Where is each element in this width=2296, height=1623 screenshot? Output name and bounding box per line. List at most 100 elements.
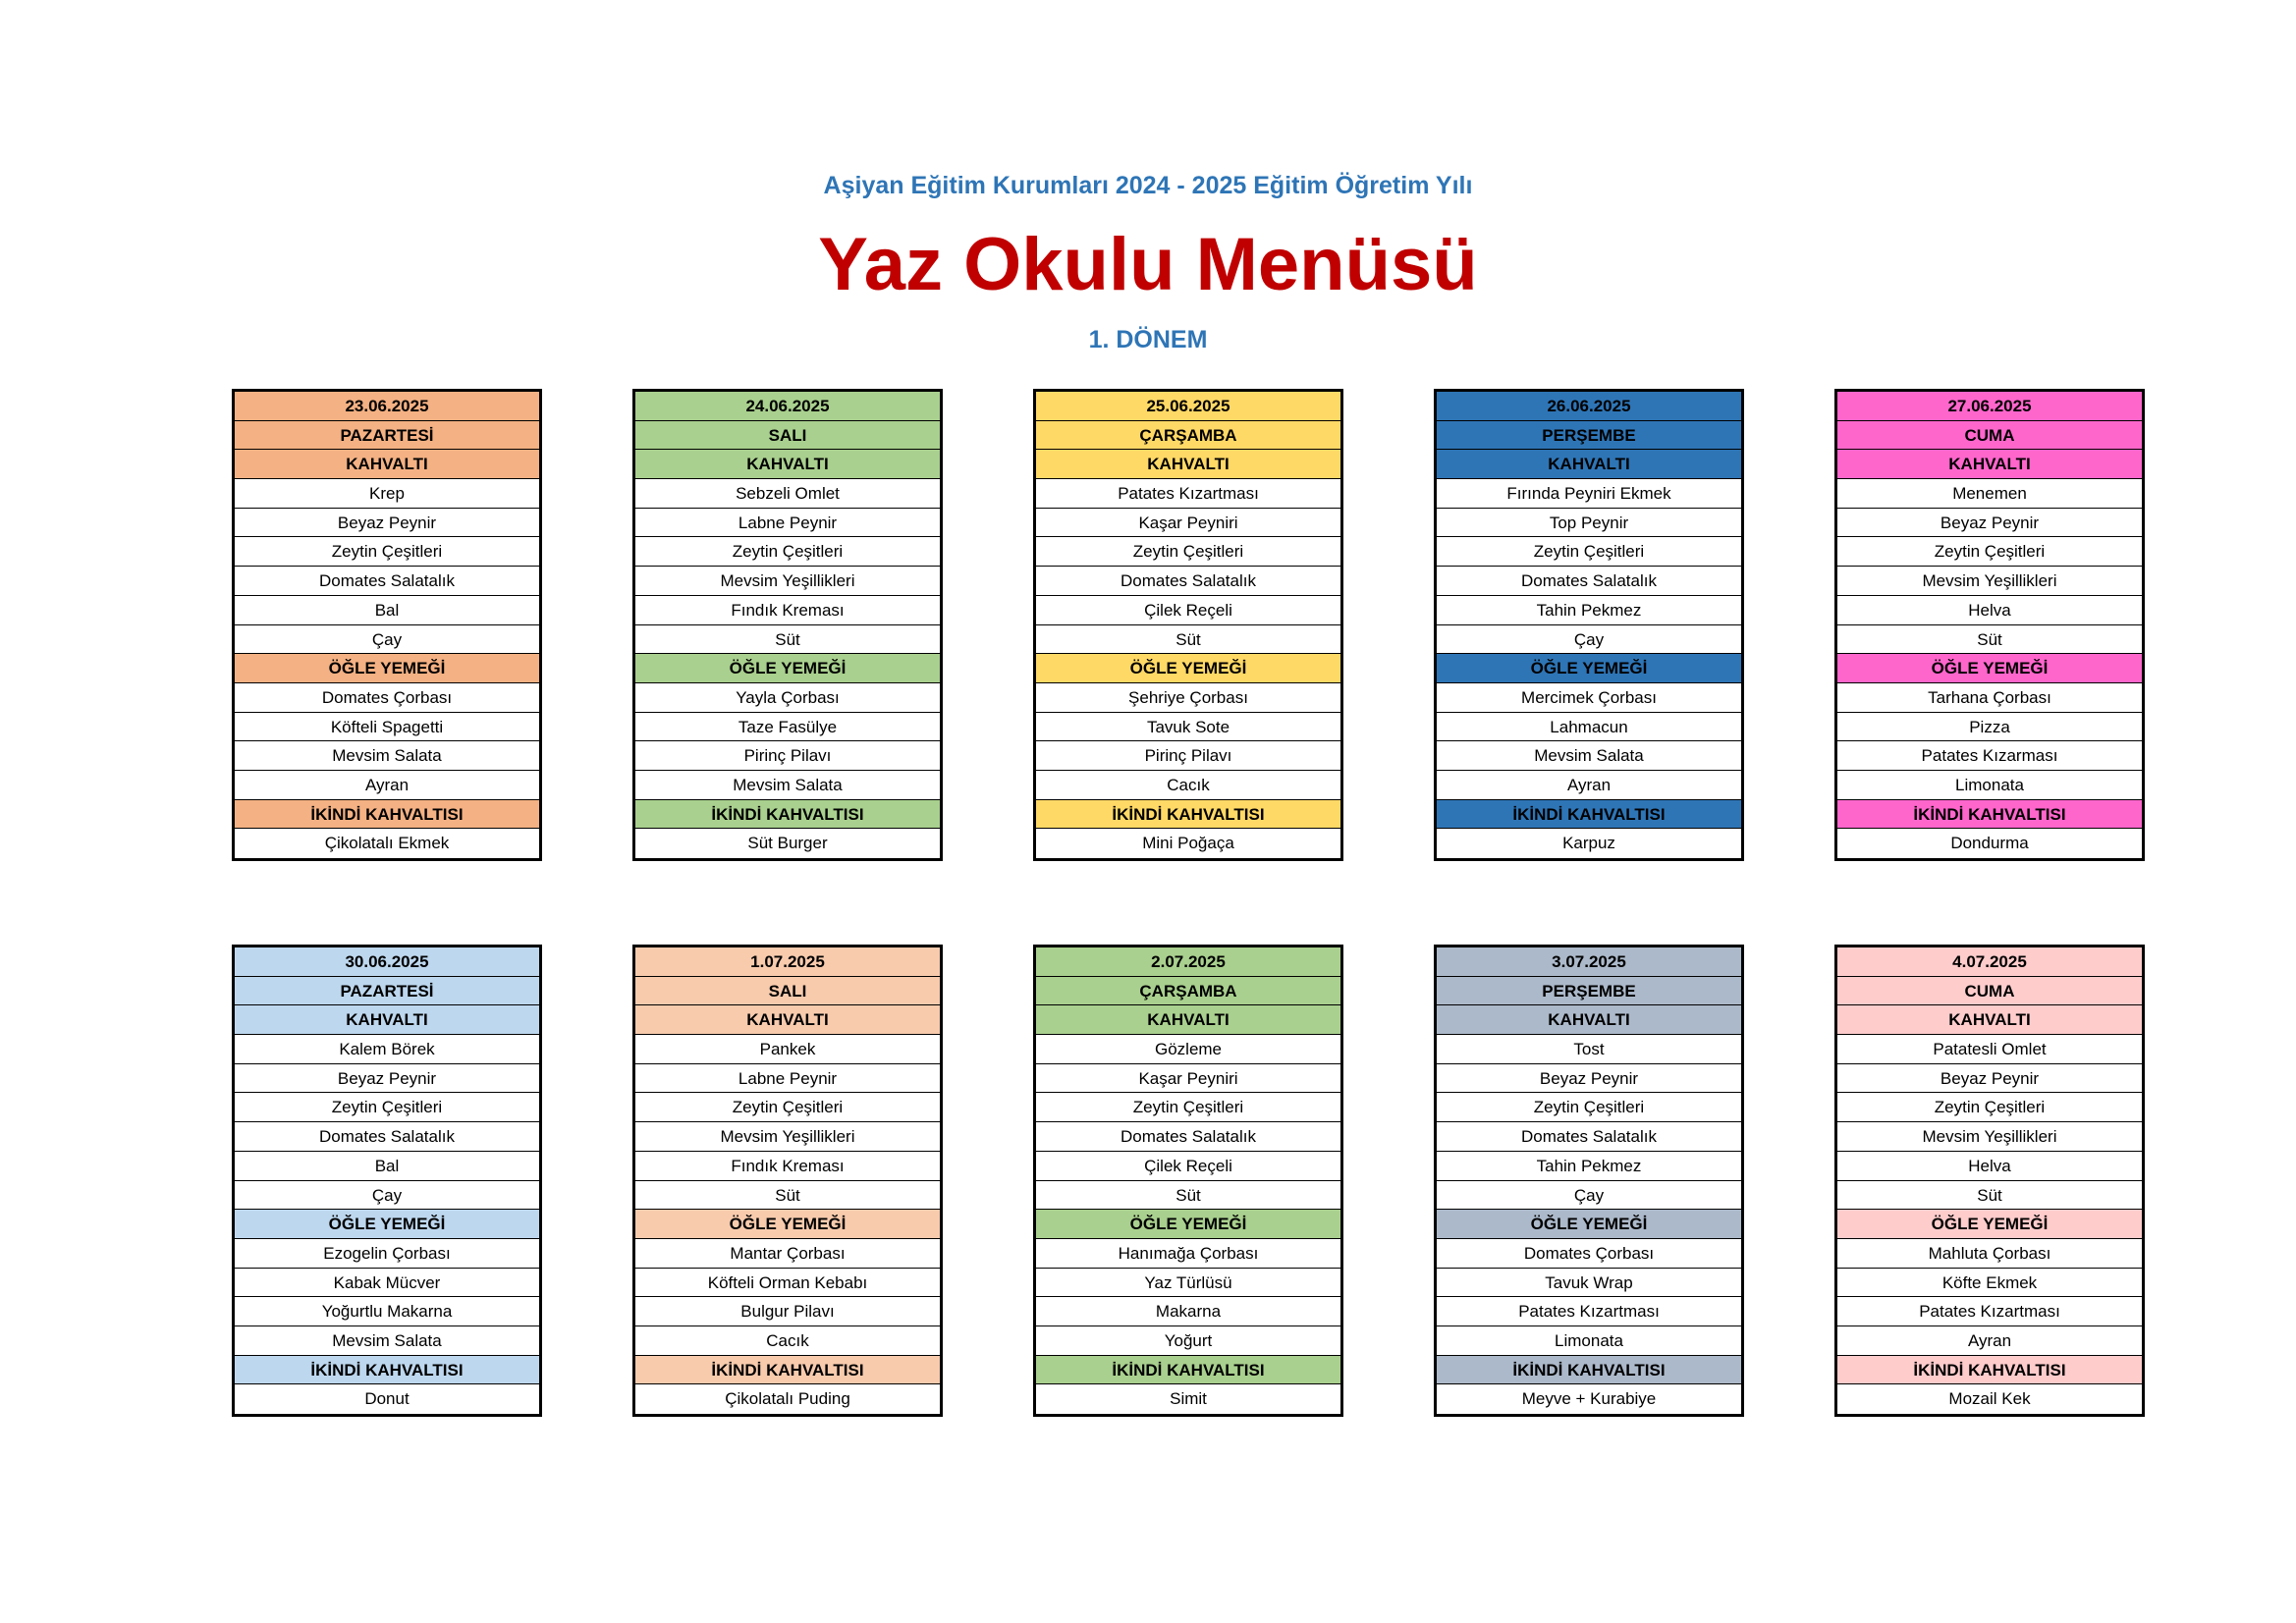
- page-title: Yaz Okulu Menüsü: [818, 223, 1478, 306]
- day-date: 3.07.2025: [1437, 947, 1741, 977]
- menu-item: Zeytin Çeşitleri: [635, 1093, 940, 1123]
- menu-item: Zeytin Çeşitleri: [1437, 1093, 1741, 1123]
- snack-header: İKİNDİ KAHVALTISI: [1437, 1355, 1741, 1385]
- menu-item: Mantar Çorbası: [635, 1239, 940, 1269]
- menu-item: Pirinç Pilavı: [1036, 741, 1340, 771]
- menu-item: Zeytin Çeşitleri: [235, 537, 539, 568]
- day-name: ÇARŞAMBA: [1036, 976, 1340, 1006]
- menu-item: Çay: [1437, 1181, 1741, 1211]
- breakfast-header: KAHVALTI: [1437, 450, 1741, 480]
- menu-item: Yaz Türlüsü: [1036, 1269, 1340, 1298]
- day-date: 24.06.2025: [635, 392, 940, 421]
- menu-item: Bal: [235, 596, 539, 625]
- menu-item: Kabak Mücver: [235, 1269, 539, 1298]
- menu-item: Bulgur Pilavı: [635, 1297, 940, 1326]
- menu-item: Yayla Çorbası: [635, 683, 940, 713]
- menu-item: Kaşar Peyniri: [1036, 1064, 1340, 1094]
- menu-item: Cacık: [1036, 771, 1340, 800]
- menu-item: Taze Fasülye: [635, 713, 940, 742]
- day-date: 25.06.2025: [1036, 392, 1340, 421]
- breakfast-header: KAHVALTI: [635, 450, 940, 480]
- breakfast-header: KAHVALTI: [635, 1005, 940, 1036]
- day-name: PAZARTESİ: [235, 420, 539, 451]
- menu-item: Çay: [235, 1181, 539, 1211]
- menu-item: Beyaz Peynir: [235, 509, 539, 538]
- menu-item: Mevsim Yeşillikleri: [1837, 1122, 2142, 1152]
- menu-item: Domates Salatalık: [1437, 1122, 1741, 1152]
- breakfast-header: KAHVALTI: [1036, 450, 1340, 480]
- menu-item: Krep: [235, 479, 539, 509]
- menu-item: Top Peynir: [1437, 509, 1741, 538]
- menu-item: Beyaz Peynir: [235, 1064, 539, 1094]
- menu-item: Ayran: [235, 771, 539, 800]
- menu-item: Pankek: [635, 1035, 940, 1064]
- day-date: 26.06.2025: [1437, 392, 1741, 421]
- lunch-header: ÖĞLE YEMEĞİ: [235, 1210, 539, 1239]
- menu-item: Bal: [235, 1152, 539, 1181]
- menu-item: Köfteli Orman Kebabı: [635, 1269, 940, 1298]
- menu-item: Ayran: [1837, 1326, 2142, 1356]
- menu-item: Mevsim Yeşillikleri: [1837, 567, 2142, 596]
- menu-item: Meyve + Kurabiye: [1521, 1389, 1657, 1409]
- day-name: PERŞEMBE: [1437, 420, 1741, 451]
- menu-item: Domates Salatalık: [1437, 567, 1741, 596]
- menu-item: Mahluta Çorbası: [1837, 1239, 2142, 1269]
- menu-item: Labne Peynir: [635, 509, 940, 538]
- snack-header: İKİNDİ KAHVALTISI: [1837, 1355, 2142, 1385]
- menu-item: Zeytin Çeşitleri: [1036, 537, 1340, 568]
- menu-item: Domates Salatalık: [235, 1122, 539, 1152]
- menu-item: Mercimek Çorbası: [1437, 683, 1741, 713]
- menu-item: Süt Burger: [747, 834, 828, 853]
- menu-item: Helva: [1837, 1152, 2142, 1181]
- breakfast-header: KAHVALTI: [1837, 450, 2142, 480]
- menu-item: Makarna: [1036, 1297, 1340, 1326]
- breakfast-header: KAHVALTI: [1437, 1005, 1741, 1036]
- menu-item: Tavuk Wrap: [1437, 1269, 1741, 1298]
- menu-item: Zeytin Çeşitleri: [635, 537, 940, 568]
- menu-item: Domates Çorbası: [1437, 1239, 1741, 1269]
- lunch-header: ÖĞLE YEMEĞİ: [1437, 1210, 1741, 1239]
- snack-header: İKİNDİ KAHVALTISI: [235, 1355, 539, 1385]
- menu-item: Patates Kızartması: [1837, 1297, 2142, 1326]
- menu-item: Tavuk Sote: [1036, 713, 1340, 742]
- day-name: SALI: [635, 976, 940, 1006]
- lunch-header: ÖĞLE YEMEĞİ: [1437, 654, 1741, 683]
- day-name: PERŞEMBE: [1437, 976, 1741, 1006]
- menu-item: Domates Salatalık: [235, 567, 539, 596]
- menu-item: Beyaz Peynir: [1837, 1064, 2142, 1094]
- menu-item: Yoğurtlu Makarna: [235, 1297, 539, 1326]
- snack-header: İKİNDİ KAHVALTISI: [635, 1355, 940, 1385]
- menu-item: Zeytin Çeşitleri: [235, 1093, 539, 1123]
- menu-item: Tost: [1437, 1035, 1741, 1064]
- menu-item: Menemen: [1837, 479, 2142, 509]
- menu-item: Mevsim Salata: [635, 771, 940, 800]
- lunch-header: ÖĞLE YEMEĞİ: [235, 654, 539, 683]
- menu-item: Mevsim Salata: [1437, 741, 1741, 771]
- day-name: ÇARŞAMBA: [1036, 420, 1340, 451]
- menu-item: Hanımağa Çorbası: [1036, 1239, 1340, 1269]
- lunch-header: ÖĞLE YEMEĞİ: [1036, 1210, 1340, 1239]
- menu-item: Fırında Peyniri Ekmek: [1437, 479, 1741, 509]
- menu-item: Sebzeli Omlet: [635, 479, 940, 509]
- snack-header: İKİNDİ KAHVALTISI: [1036, 1355, 1340, 1385]
- menu-item: Domates Çorbası: [235, 683, 539, 713]
- menu-item: Çikolatalı Ekmek: [324, 834, 450, 853]
- menu-item: Mini Poğaça: [1142, 834, 1234, 853]
- menu-item: Yoğurt: [1036, 1326, 1340, 1356]
- menu-item: Süt: [1837, 625, 2142, 655]
- lunch-header: ÖĞLE YEMEĞİ: [1837, 654, 2142, 683]
- menu-item: Kaşar Peyniri: [1036, 509, 1340, 538]
- menu-item: Limonata: [1837, 771, 2142, 800]
- menu-item: Patates Kızartması: [1036, 479, 1340, 509]
- breakfast-header: KAHVALTI: [235, 450, 539, 480]
- day-name: CUMA: [1837, 976, 2142, 1006]
- menu-item: Patates Kızarması: [1837, 741, 2142, 771]
- day-name: SALI: [635, 420, 940, 451]
- day-date: 23.06.2025: [235, 392, 539, 421]
